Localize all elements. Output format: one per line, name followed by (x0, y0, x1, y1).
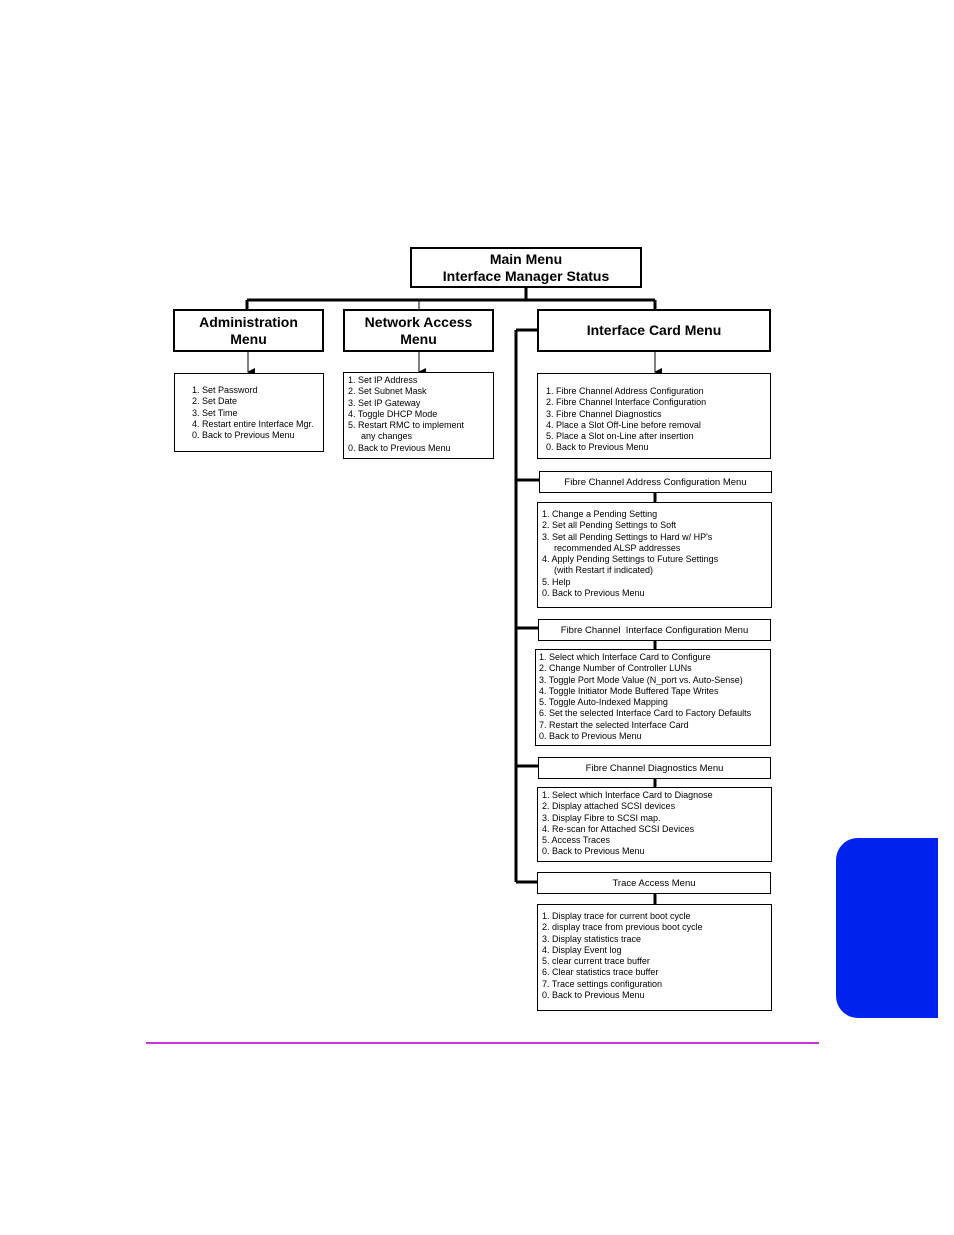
list-item: 7. Trace settings configuration (542, 978, 663, 989)
chapter-tab (836, 838, 938, 1018)
fc-address-config-menu-box: Fibre Channel Address Configuration Menu (539, 471, 772, 493)
fc-interface-config-menu-box: Fibre Channel Interface Configuration Me… (538, 619, 771, 641)
fc-diagnostics-options-box: 1. Select which Interface Card to Diagno… (537, 787, 772, 862)
interface-card-options-list: 1. Fibre Channel Address Configuration 2… (546, 386, 770, 454)
list-item: 4. Restart entire Interface Mgr. (192, 418, 314, 429)
administration-options-box: 1. Set Password 2. Set Date 3. Set Time … (174, 373, 324, 452)
fc-diagnostics-options-list: 1. Select which Interface Card to Diagno… (542, 790, 771, 858)
list-item: 4. Re-scan for Attached SCSI Devices (542, 823, 695, 834)
fc-diagnostics-menu-box: Fibre Channel Diagnostics Menu (538, 757, 771, 779)
main-menu-subtitle: Interface Manager Status (442, 267, 610, 284)
list-item: 1. Display trace for current boot cycle (542, 911, 691, 921)
interface-card-title: Interface Card Menu (586, 322, 722, 338)
list-item: 3. Set Time (192, 407, 238, 418)
list-item: 5. Access Traces (542, 835, 611, 846)
list-item: 0. Back to Previous Menu (542, 990, 645, 1001)
list-item: 4. Toggle Initiator Mode Buffered Tape W… (539, 685, 719, 696)
interface-card-options-box: 1. Fibre Channel Address Configuration 2… (537, 373, 771, 459)
list-item: 6. Set the selected Interface Card to Fa… (539, 708, 752, 719)
list-item: 4. Apply Pending Settings to Future Sett… (542, 554, 719, 565)
list-item: 4. Display Event log (542, 944, 622, 955)
list-item: (with Restart if indicated) (554, 565, 654, 576)
administration-options-list: 1. Set Password 2. Set Date 3. Set Time … (192, 385, 323, 441)
list-item: 3. Toggle Port Mode Value (N_port vs. Au… (539, 674, 743, 685)
list-item: 3. Display statistics trace (542, 933, 642, 944)
list-item: 1. Select which Interface Card to Config… (539, 652, 711, 662)
list-item: recommended ALSP addresses (554, 542, 681, 553)
list-item: 4. Place a Slot Off-Line before removal (546, 419, 701, 430)
trace-access-options-box: 1. Display trace for current boot cycle … (537, 904, 772, 1011)
trace-access-menu-box: Trace Access Menu (537, 872, 771, 894)
list-item: 2. Display attached SCSI devices (542, 801, 676, 812)
list-item: any changes (361, 431, 413, 442)
fc-interface-config-options-list: 1. Select which Interface Card to Config… (539, 652, 770, 742)
list-item: 2. Set all Pending Settings to Soft (542, 520, 677, 531)
list-item: 5. Restart RMC to implement (348, 420, 465, 431)
list-item: 2. Change Number of Controller LUNs (539, 663, 692, 674)
fc-address-config-options-list: 1. Change a Pending Setting 2. Set all P… (542, 509, 771, 599)
network-access-menu-box: Network Access Menu (343, 309, 494, 352)
fc-address-config-options-box: 1. Change a Pending Setting 2. Set all P… (537, 502, 772, 608)
administration-menu-box: Administration Menu (173, 309, 324, 352)
trace-access-options-list: 1. Display trace for current boot cycle … (542, 911, 771, 1001)
list-item: 5. Toggle Auto-Indexed Mapping (539, 697, 668, 708)
fc-diagnostics-title: Fibre Channel Diagnostics Menu (585, 762, 724, 774)
list-item: 1. Select which Interface Card to Diagno… (542, 790, 713, 800)
list-item: 0. Back to Previous Menu (546, 442, 649, 453)
list-item: 2. display trace from previous boot cycl… (542, 922, 703, 933)
list-item: 5. Place a Slot on-Line after insertion (546, 431, 694, 442)
administration-title: Administration (199, 313, 298, 330)
fc-interface-config-options-box: 1. Select which Interface Card to Config… (535, 649, 771, 746)
network-access-options-list: 1. Set IP Address 2. Set Subnet Mask 3. … (348, 375, 493, 454)
list-item: 3. Display Fibre to SCSI map. (542, 812, 661, 823)
network-access-options-box: 1. Set IP Address 2. Set Subnet Mask 3. … (343, 372, 494, 459)
interface-card-menu-box: Interface Card Menu (537, 309, 771, 352)
trace-access-title: Trace Access Menu (612, 877, 696, 889)
network-access-title: Network Access (364, 313, 473, 330)
list-item: 1. Change a Pending Setting (542, 509, 658, 519)
main-menu-box: Main Menu Interface Manager Status (410, 247, 642, 288)
list-item: 0. Back to Previous Menu (542, 846, 645, 857)
list-item: 0. Back to Previous Menu (192, 430, 295, 441)
list-item: 2. Set Subnet Mask (348, 386, 427, 397)
list-item: 0. Back to Previous Menu (348, 442, 451, 453)
administration-title-menu: Menu (230, 330, 267, 347)
list-item: 3. Set IP Gateway (348, 397, 421, 408)
list-item: 3. Fibre Channel Diagnostics (546, 408, 662, 419)
list-item: 5. clear current trace buffer (542, 956, 650, 967)
list-item: 5. Help (542, 576, 571, 587)
fc-address-config-title: Fibre Channel Address Configuration Menu (564, 476, 747, 488)
list-item: 3. Set all Pending Settings to Hard w/ H… (542, 531, 713, 542)
list-item: 0. Back to Previous Menu (539, 731, 642, 742)
list-item: 1. Fibre Channel Address Configuration (546, 386, 704, 396)
list-item: 6. Clear statistics trace buffer (542, 967, 659, 978)
list-item: 4. Toggle DHCP Mode (348, 408, 438, 419)
list-item: 2. Fibre Channel Interface Configuration (546, 397, 707, 408)
list-item: 1. Set Password (192, 385, 258, 395)
network-access-title-menu: Menu (400, 330, 437, 347)
footer-rule (146, 1042, 819, 1044)
list-item: 7. Restart the selected Interface Card (539, 719, 689, 730)
fc-interface-config-title: Fibre Channel Interface Configuration Me… (560, 624, 749, 636)
list-item: 0. Back to Previous Menu (542, 588, 645, 599)
list-item: 2. Set Date (192, 396, 238, 407)
list-item: 1. Set IP Address (348, 375, 418, 385)
main-menu-title: Main Menu (489, 250, 563, 267)
